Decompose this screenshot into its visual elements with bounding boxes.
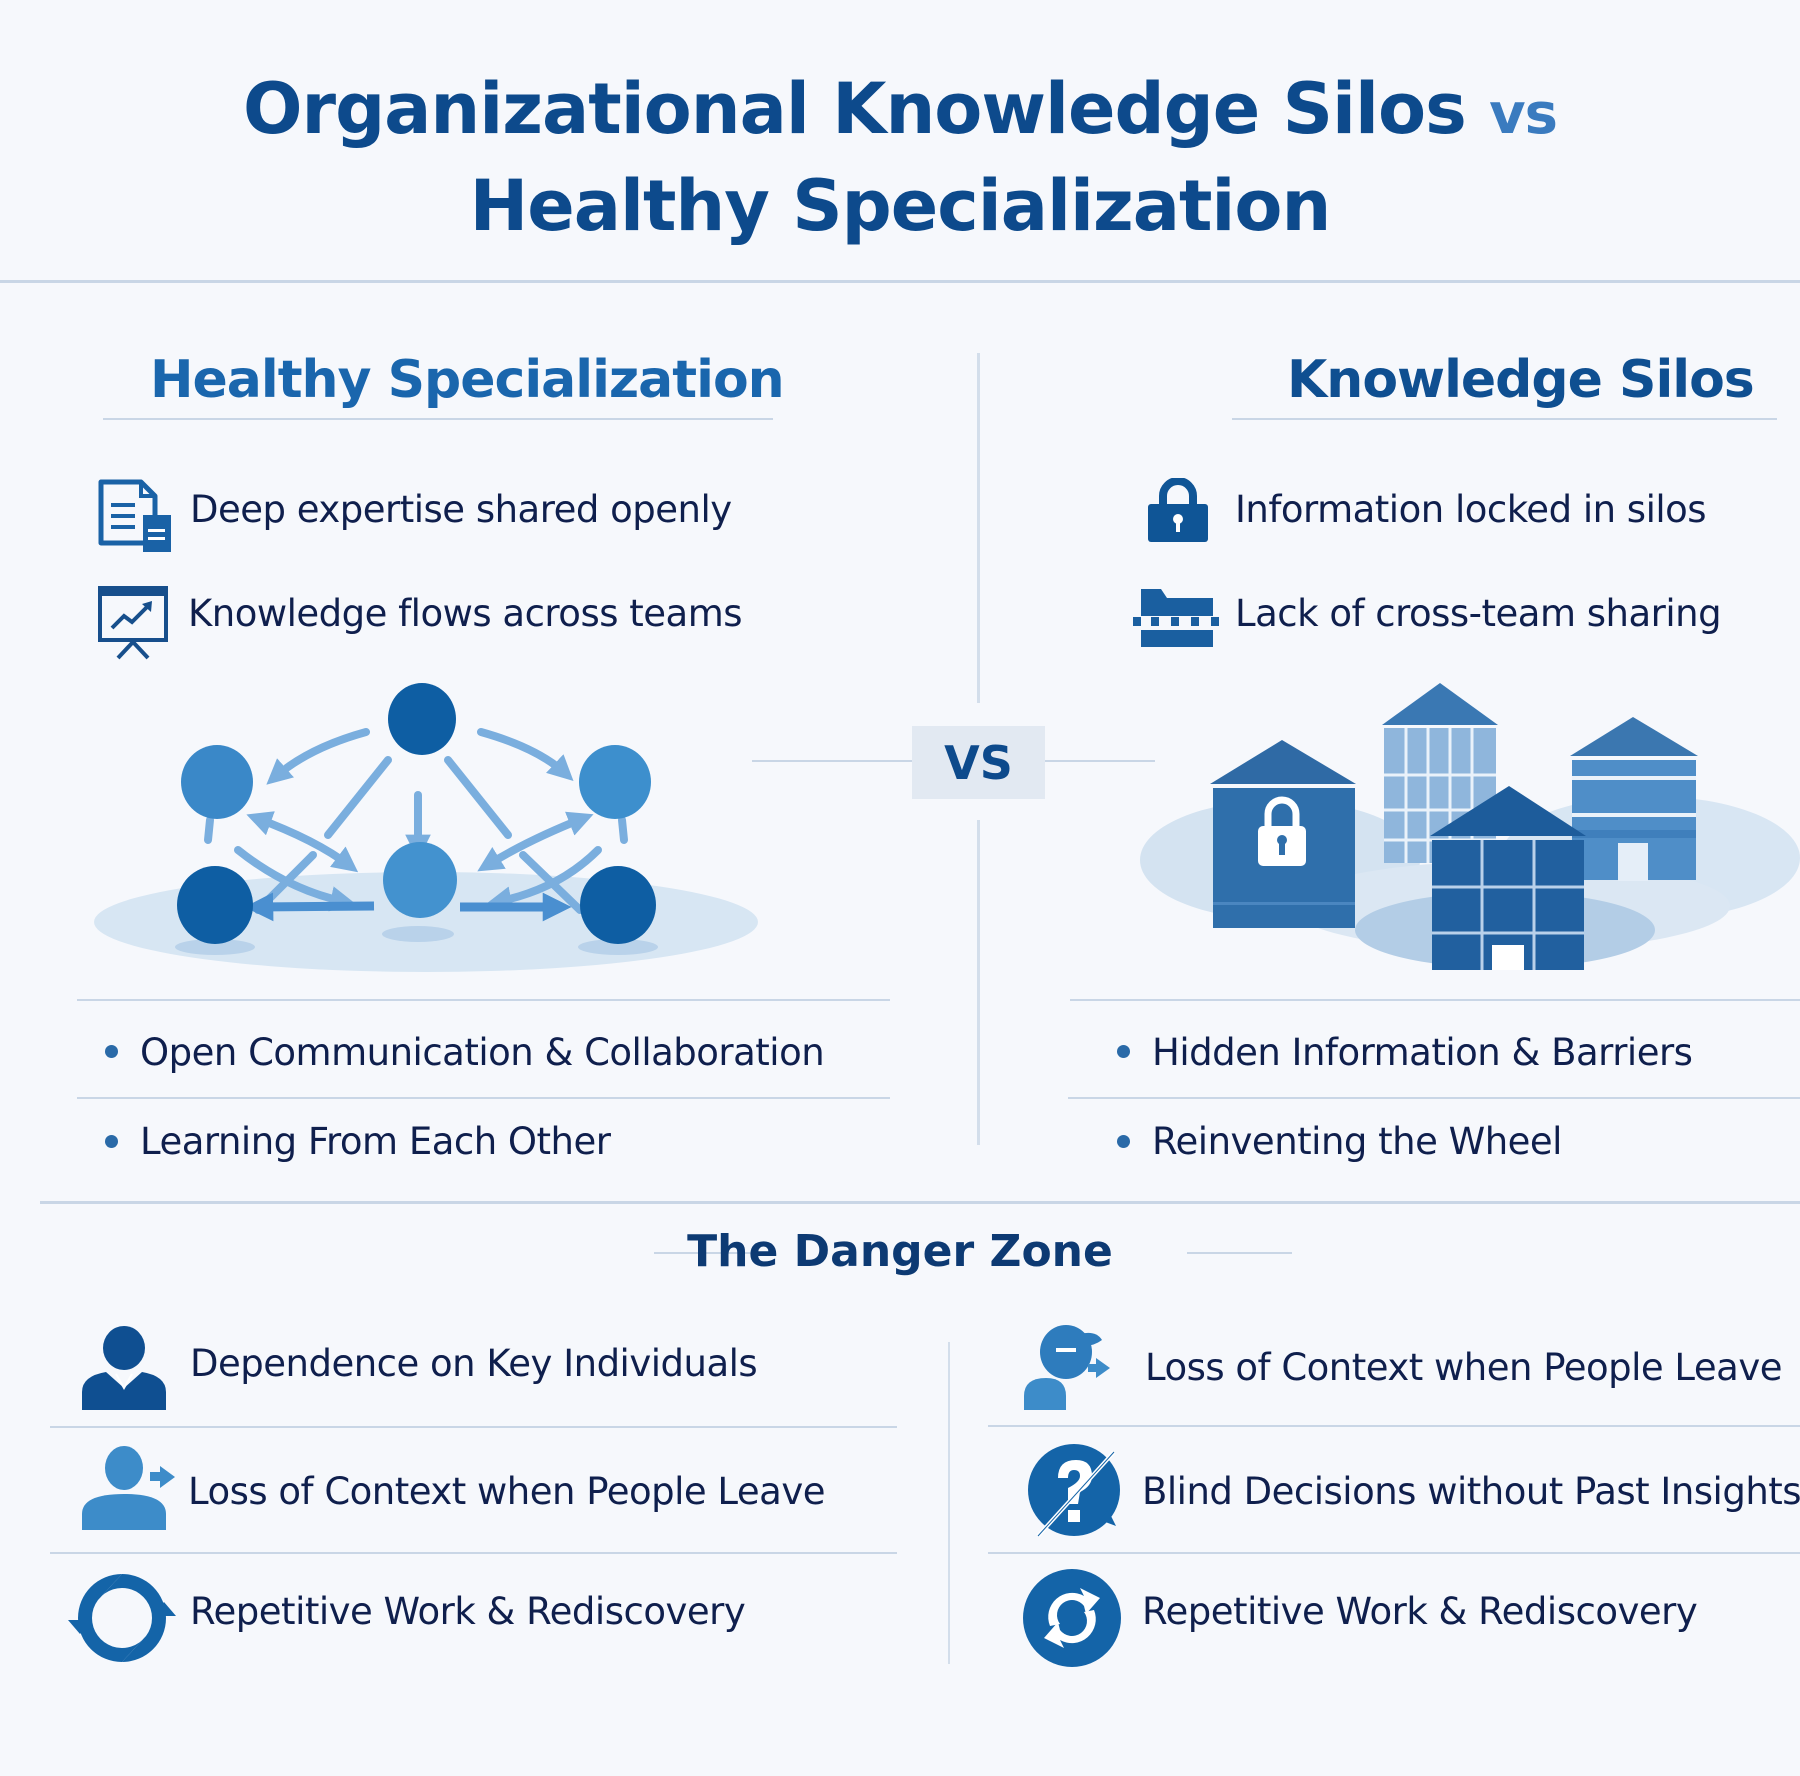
bullet-text: Hidden Information & Barriers xyxy=(1152,1031,1693,1074)
presentation-chart-icon xyxy=(96,584,170,660)
danger-left-rule-2 xyxy=(50,1552,897,1554)
refresh-cycle-icon xyxy=(1022,1568,1122,1668)
feature-label: Lack of cross-team sharing xyxy=(1235,592,1722,635)
lock-icon xyxy=(1145,478,1211,544)
person-leaving-icon xyxy=(80,1446,180,1530)
blocked-folder-icon xyxy=(1133,588,1219,648)
vs-line-left xyxy=(752,760,912,762)
person-icon xyxy=(80,1326,168,1410)
page-title-line2: Healthy Specialization xyxy=(469,165,1332,247)
title-vs: vs xyxy=(1489,82,1558,147)
left-bullets-top-rule xyxy=(77,999,890,1001)
center-divider-bottom xyxy=(977,820,980,1145)
danger-zone-top-rule xyxy=(40,1201,1800,1204)
vs-line-right xyxy=(1045,760,1155,762)
right-bullets-top-rule xyxy=(1070,999,1800,1001)
feature-label: Information locked in silos xyxy=(1235,488,1707,531)
bullet-dot xyxy=(105,1045,118,1058)
refresh-cycle-icon xyxy=(68,1570,176,1666)
left-section-heading: Healthy Specialization xyxy=(150,350,785,410)
bullet-text: Reinventing the Wheel xyxy=(1152,1120,1562,1163)
danger-item-label: Repetitive Work & Rediscovery xyxy=(1142,1590,1698,1633)
right-bullets-mid-rule xyxy=(1068,1097,1800,1099)
vs-badge: VS xyxy=(912,726,1045,799)
center-divider-top xyxy=(977,353,980,703)
page-title-line1: Organizational Knowledge Silos vs xyxy=(0,68,1800,150)
danger-item-label: Blind Decisions without Past Insights xyxy=(1142,1470,1800,1513)
danger-item-label: Loss of Context when People Leave xyxy=(1145,1346,1782,1389)
bullet-text: Open Communication & Collaboration xyxy=(140,1031,825,1074)
person-leaving-icon xyxy=(1022,1324,1122,1410)
right-section-heading: Knowledge Silos xyxy=(1287,350,1755,410)
bullet-dot xyxy=(1117,1045,1130,1058)
bullet-dot xyxy=(1117,1135,1130,1148)
danger-title-line-right xyxy=(1187,1252,1292,1254)
header-divider xyxy=(0,280,1800,283)
danger-right-rule-2 xyxy=(988,1552,1800,1554)
feature-label: Knowledge flows across teams xyxy=(188,592,743,635)
danger-zone-divider xyxy=(948,1342,950,1664)
isolated-buildings-illustration xyxy=(1130,680,1800,970)
feature-label: Deep expertise shared openly xyxy=(190,488,732,531)
left-bullets-mid-rule xyxy=(77,1097,890,1099)
danger-left-rule-1 xyxy=(50,1426,897,1428)
blind-question-icon xyxy=(1022,1442,1126,1540)
network-illustration xyxy=(88,670,768,980)
danger-item-label: Loss of Context when People Leave xyxy=(188,1470,825,1513)
danger-right-rule-1 xyxy=(988,1425,1800,1427)
bullet-dot xyxy=(105,1135,118,1148)
left-heading-underline xyxy=(103,418,773,420)
title-main: Organizational Knowledge Silos xyxy=(243,68,1467,150)
bullet-text: Learning From Each Other xyxy=(140,1120,611,1163)
danger-item-label: Dependence on Key Individuals xyxy=(190,1342,758,1385)
danger-item-label: Repetitive Work & Rediscovery xyxy=(190,1590,746,1633)
document-icon xyxy=(97,479,173,553)
right-heading-underline xyxy=(1232,418,1777,420)
danger-title-line-left xyxy=(654,1252,772,1254)
danger-zone-title: The Danger Zone xyxy=(687,1226,1113,1277)
